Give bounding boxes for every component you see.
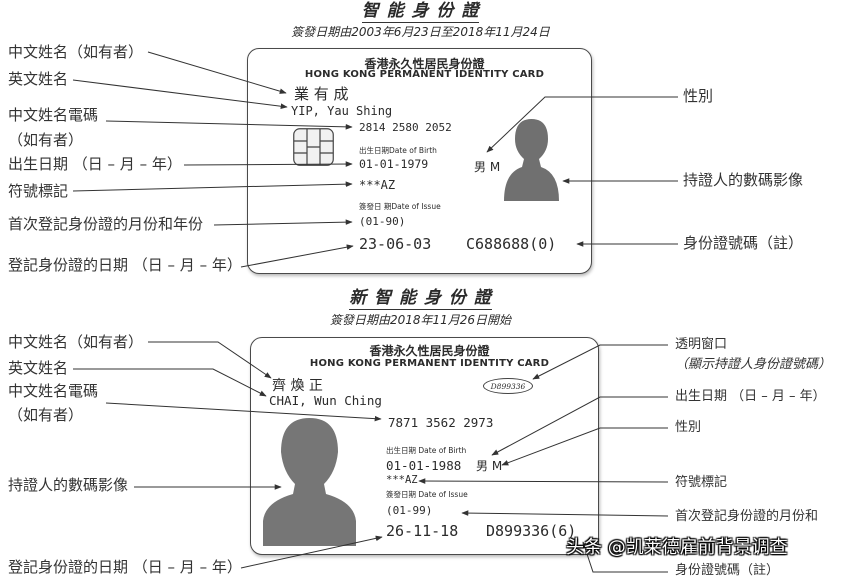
section-new-smart-title-text: 新 智 能 身 份 證 xyxy=(349,288,492,310)
label-symbols: 符號標記 xyxy=(8,182,69,200)
card-issue-label: 簽發日 期Date of Issue xyxy=(359,202,441,211)
new-smart-id-card: 香港永久性居民身份證 HONG KONG PERMANENT IDENTITY … xyxy=(250,337,599,555)
holder-photo-silhouette xyxy=(504,117,559,204)
card-sex: 男 M xyxy=(476,459,503,473)
card-issue-date: 26-11-18 xyxy=(386,522,459,540)
card-header-en: HONG KONG PERMANENT IDENTITY CARD xyxy=(304,69,545,80)
label-sex: 性別 xyxy=(683,87,714,105)
window-number: D899336 xyxy=(490,381,526,391)
transparent-window: D899336 xyxy=(483,378,533,394)
card-dob-label: 出生日期 Date of Birth xyxy=(386,446,467,455)
label-issue-date: 登記身份證的日期 （日 – 月 – 年） xyxy=(8,256,242,274)
section-new-smart-subtitle: 簽發日期由2018年11月26日開始 xyxy=(329,313,512,327)
label-id-number: 身份證號碼（註） xyxy=(683,234,804,252)
arrow-english-name-new xyxy=(73,368,267,397)
label-name-code: 中文姓名電碼 xyxy=(8,106,99,124)
label-dob: 出生日期 （日 – 月 – 年） xyxy=(8,155,182,173)
card-sex: 男 M xyxy=(474,160,501,174)
card-issue-label: 簽發日期 Date of Issue xyxy=(386,490,468,499)
card-id-number: D899336(6) xyxy=(486,522,577,540)
label-english-name: 英文姓名 xyxy=(8,359,69,377)
card-dob: 01-01-1979 xyxy=(359,157,429,171)
card-name-code: 2814 2580 2052 xyxy=(359,121,452,134)
label-id-number: 身份證號碼（註） xyxy=(675,563,780,578)
chip-icon xyxy=(293,128,334,169)
label-photo: 持證人的數碼影像 xyxy=(683,171,804,189)
label-name-code-note: （如有者） xyxy=(8,131,84,149)
card-english-name: CHAI, Wun Ching xyxy=(269,393,382,408)
smart-id-card: 香港永久性居民身份證 HONG KONG PERMANENT IDENTITY … xyxy=(247,48,592,274)
card-dob-label: 出生日期Date of Birth xyxy=(359,146,437,155)
label-chinese-name: 中文姓名（如有者） xyxy=(8,333,144,351)
label-photo: 持證人的數碼影像 xyxy=(8,476,129,494)
section-smart-title-text: 智 能 身 份 證 xyxy=(361,1,480,23)
card-id-number: C688688(0) xyxy=(466,235,557,253)
card-symbols: ***AZ xyxy=(359,178,396,192)
card-chinese-name: 業 有 成 xyxy=(294,85,349,103)
card-header-zh: 香港永久性居民身份證 xyxy=(364,57,485,71)
label-first-registration: 首次登記身份證的月份和 xyxy=(675,509,819,524)
label-sex: 性別 xyxy=(675,420,702,435)
label-name-code: 中文姓名電碼 xyxy=(8,382,99,400)
label-english-name: 英文姓名 xyxy=(8,70,69,88)
card-first-registration: (01-99) xyxy=(386,504,433,517)
section-new-smart-title: 新 智 能 身 份 證 xyxy=(0,288,841,310)
label-first-registration: 首次登記身份證的月份和年份 xyxy=(8,215,204,233)
label-name-code-note: （如有者） xyxy=(8,406,84,424)
card-name-code: 7871 3562 2973 xyxy=(388,415,494,430)
label-issue-date: 登記身份證的日期 （日 – 月 – 年） xyxy=(8,558,242,576)
section-smart-title: 智 能 身 份 證 xyxy=(0,1,841,23)
watermark: 头条 @凯莱德雇前背景调查 xyxy=(566,537,788,558)
card-header-zh: 香港永久性居民身份證 xyxy=(369,344,490,358)
card-issue-date: 23-06-03 xyxy=(359,235,432,253)
label-chinese-name: 中文姓名（如有者） xyxy=(8,43,144,61)
card-symbols: ***AZ xyxy=(386,474,418,486)
label-dob: 出生日期 （日 – 月 – 年） xyxy=(675,389,826,404)
section-smart-subtitle: 簽發日期由2003年6月23日至2018年11月24日 xyxy=(291,25,550,39)
label-window: 透明窗口 xyxy=(675,337,728,352)
card-english-name: YIP, Yau Shing xyxy=(291,104,393,118)
card-header-en: HONG KONG PERMANENT IDENTITY CARD xyxy=(309,358,550,369)
card-first-registration: (01-90) xyxy=(359,215,406,228)
holder-photo-silhouette xyxy=(263,416,356,549)
label-window-note: （顯示持證人身份證號碼） xyxy=(675,357,832,372)
label-symbols: 符號標記 xyxy=(675,475,728,490)
card-dob: 01-01-1988 xyxy=(386,458,462,473)
card-chinese-name: 齊 煥 正 xyxy=(272,378,323,394)
